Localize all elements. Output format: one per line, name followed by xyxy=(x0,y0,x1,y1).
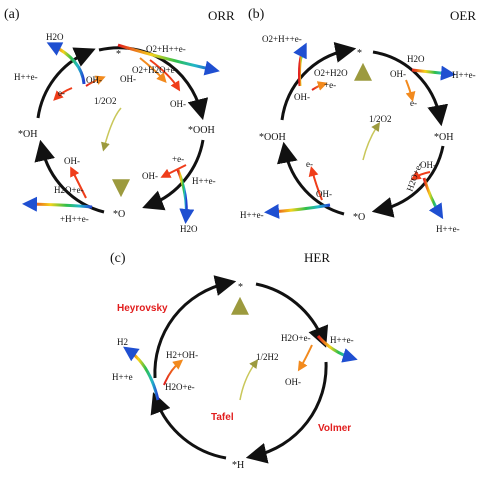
panel-c: (c) HER * *H 1/2H2 Heyrovsky Tafel Volme… xyxy=(110,250,358,471)
her-left-h2-label: H2 xyxy=(117,337,128,347)
her-left-h2-arrow xyxy=(123,346,160,401)
oer-bl-e-arrow xyxy=(308,166,323,201)
oer-tl-out-arrow xyxy=(293,42,307,87)
orr-bl-h2o-label: H2O+e- xyxy=(54,185,84,195)
orr-state-oh: *OH xyxy=(18,129,37,140)
oer-arc-bottom-left xyxy=(277,141,345,216)
oer-r-oh-arrow xyxy=(410,170,431,181)
orr-bl-h-label: +H++e- xyxy=(60,214,89,224)
orr-arc-bottom-left xyxy=(34,139,105,214)
orr-bl-oh-arrow xyxy=(70,166,87,199)
oer-tl-e-label: +e- xyxy=(324,80,336,90)
oer-r-h-label: H++e- xyxy=(436,224,460,234)
oer-arc-bottom-right xyxy=(371,145,445,218)
her-left-h2oh-label: H2+OH- xyxy=(166,350,198,360)
orr-state-o: *O xyxy=(113,209,125,220)
her-state-h: *H xyxy=(232,460,244,471)
her-state-star: * xyxy=(238,282,243,293)
orr-right-oh-label: OH- xyxy=(142,171,158,181)
oer-bl-e-label: e- xyxy=(306,159,313,169)
oer-r-h-arrow xyxy=(422,177,444,220)
her-arc-bottom-left xyxy=(150,392,227,460)
orr-right-h2o-label: H2O xyxy=(180,224,198,234)
orr-top-alt-arrow xyxy=(149,59,181,92)
orr-top-oh2-label: OH- xyxy=(170,99,186,109)
orr-state-ooh: *OOH xyxy=(188,125,215,136)
her-left-h2oh-arrow xyxy=(163,359,184,386)
oer-tl-oh-arrow xyxy=(311,81,328,91)
orr-center-label: 1/2O2 xyxy=(94,96,117,106)
orr-state-star: * xyxy=(116,49,121,60)
her-volmer-label: Volmer xyxy=(318,423,351,434)
oer-tr-oh-label: OH- xyxy=(390,69,406,79)
oer-state-o: *O xyxy=(353,212,365,223)
orr-left-e-label: e- xyxy=(58,88,65,98)
oer-bl-h-arrow xyxy=(264,203,331,219)
orr-right-e-label: +e- xyxy=(172,154,184,164)
orr-arc-top-right xyxy=(98,46,209,121)
her-heyrovsky-label: Heyrovsky xyxy=(117,303,168,314)
orr-top-out-alt-label: O2+H2O+e- xyxy=(132,65,178,75)
oer-arc-top-right xyxy=(372,50,449,127)
orr-top-oh-label: OH- xyxy=(120,74,136,84)
her-arc-top-left xyxy=(153,275,237,379)
orr-arc-bottom-right xyxy=(142,139,205,211)
her-right-h-label: H++e- xyxy=(330,335,354,345)
oer-arc-top-left xyxy=(280,42,357,121)
orr-right-h2o-arrow xyxy=(176,169,195,224)
orr-left-top-label: H2O xyxy=(46,32,64,42)
her-arc-bottom-right xyxy=(245,361,328,464)
oer-bl-h-label: H++e- xyxy=(240,210,264,220)
oer-tl-in-label: O2+H2O xyxy=(314,68,348,78)
orr-arc-top-left xyxy=(36,47,96,119)
oer-state-star: * xyxy=(357,48,362,59)
panel-a-label: (a) xyxy=(4,7,20,22)
her-arc-top-right xyxy=(255,282,329,348)
orr-right-oh-arrow xyxy=(160,164,187,178)
panel-c-label: (c) xyxy=(110,251,126,266)
oer-state-ooh: *OOH xyxy=(259,132,286,143)
orr-top-oh-arrow xyxy=(139,57,167,83)
panel-c-title: HER xyxy=(304,250,330,265)
orr-bl-oh-label: OH- xyxy=(64,156,80,166)
oer-tr-h-label: H++e- xyxy=(452,70,476,80)
orr-left-oh-label: OH- xyxy=(86,75,102,85)
oer-tr-h-arrow xyxy=(411,65,456,81)
oer-tr-e-arrow xyxy=(405,79,416,102)
her-right-oh-label: OH- xyxy=(285,377,301,387)
her-tafel-label: Tafel xyxy=(211,412,234,423)
orr-top-in-arrow xyxy=(117,43,220,76)
orr-right-h-label: H++e- xyxy=(192,176,216,186)
oer-center-branch xyxy=(362,122,380,161)
oer-tr-h2o-label: H2O xyxy=(407,54,425,64)
panel-b: (b) OER * *OH *O *OOH 1/2O2 O2+H++e- O2+… xyxy=(240,7,476,234)
orr-left-h2o-arrow xyxy=(46,42,86,85)
panel-b-title: OER xyxy=(450,8,476,23)
oer-r-oh-label: OH- xyxy=(420,160,436,170)
orr-bl-h-arrow xyxy=(22,196,93,212)
panel-a: (a) ORR * *OOH *O *OH 1/2O2 O2+H++e- O2+… xyxy=(4,7,235,234)
her-right-h2o-label: H2O+e- xyxy=(281,333,311,343)
her-center-branch xyxy=(239,359,259,401)
oer-tl-out-label: O2+H++e- xyxy=(262,34,302,44)
panel-b-label: (b) xyxy=(248,7,265,22)
orr-center-branch xyxy=(101,107,122,152)
orr-top-in-label: O2+H++e- xyxy=(146,44,186,54)
her-right-oh-arrow xyxy=(297,344,313,372)
oer-state-oh: *OH xyxy=(434,132,453,143)
orr-left-oh-arrow xyxy=(85,75,106,87)
orr-left-h-label: H++e- xyxy=(14,72,38,82)
her-center-label: 1/2H2 xyxy=(256,352,279,362)
panel-a-title: ORR xyxy=(208,8,235,23)
oer-center-label: 1/2O2 xyxy=(369,114,392,124)
orr-left-e-arrow xyxy=(53,87,73,101)
her-left-h-label: H++e xyxy=(112,372,133,382)
her-right-h-arrow xyxy=(316,335,358,363)
oer-tl-oh-label: OH- xyxy=(294,92,310,102)
oer-bl-oh-label: OH- xyxy=(316,189,332,199)
oer-tr-e-label: e- xyxy=(410,98,417,108)
her-left-h2o-label: H2O+e- xyxy=(165,382,195,392)
